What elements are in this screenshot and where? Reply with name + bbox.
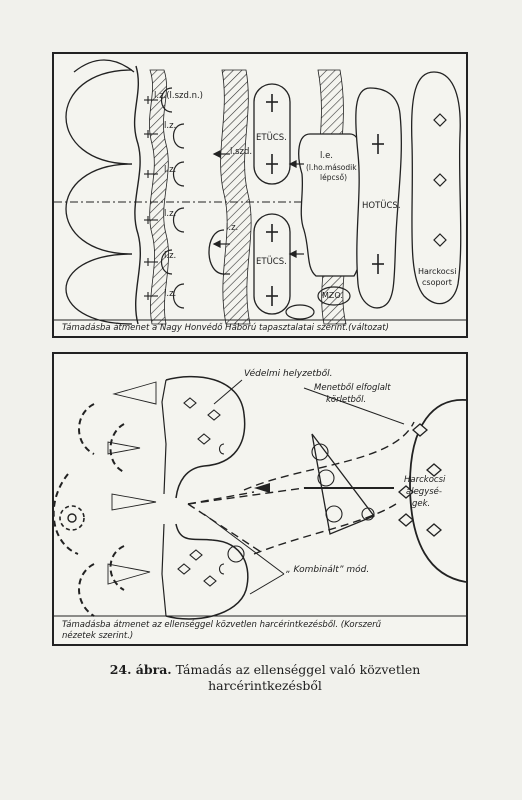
bottom-diagram-caption-2: nézetek szerint.) xyxy=(62,631,134,641)
tank-assembly-area xyxy=(409,399,466,583)
label-harckocsi-1: Harckocsi xyxy=(418,267,457,276)
tank-diamonds xyxy=(433,113,447,247)
label-leader-lines xyxy=(203,379,405,595)
mzo-oval xyxy=(317,286,351,306)
label-lz-5: l.z. xyxy=(164,289,177,299)
front-line xyxy=(133,65,142,325)
label-lz-2: l.z. xyxy=(164,165,177,175)
label-harckocsi-2: csoport xyxy=(422,278,452,287)
label-lz-1: l.z. xyxy=(164,121,177,131)
artillery-symbols xyxy=(266,94,278,306)
label-menet-2: körletből. xyxy=(326,395,367,405)
figure-title-part-2: harcérintkezésből xyxy=(208,678,322,693)
figure-caption: 24. ábra. Támadás az ellenséggel való kö… xyxy=(40,662,490,694)
assault-groups xyxy=(160,87,185,309)
label-le-detail-1: (l.ho.második xyxy=(306,163,357,172)
top-diagram: l.z.(l.szd.n.) l.z. l.z. l.z. l.z. l.z. … xyxy=(52,52,468,338)
top-diagram-caption: Támadásba átmenet a Nagy Honvédő Háború … xyxy=(62,323,389,333)
main-attack-arrow xyxy=(254,483,394,493)
bottom-diagram: Védelmi helyzetből. Menetből elfoglalt k… xyxy=(52,352,468,646)
defensive-lobe-top xyxy=(165,375,246,499)
defensive-unit-symbols xyxy=(177,397,225,587)
enemy-position-arcs xyxy=(65,59,135,325)
label-le: l.e. xyxy=(320,151,333,161)
etucs-oval-1 xyxy=(253,83,291,185)
enemy-dashed-arcs xyxy=(54,403,125,617)
label-hotucs: HOTÜCS. xyxy=(362,201,401,211)
top-diagram-drawing xyxy=(54,59,466,325)
label-kombinalt: „ Kombinált” mód. xyxy=(286,565,370,575)
label-le-detail-2: lépcső) xyxy=(320,173,348,182)
hotucs-oval xyxy=(355,87,402,309)
support-group xyxy=(208,229,230,275)
bottom-diagram-caption-1: Támadásba átmenet az ellenséggel közvetl… xyxy=(62,620,382,630)
label-menet-1: Menetből elfoglalt xyxy=(314,383,391,393)
bottom-diagram-drawing xyxy=(54,375,466,620)
figure-title-part-1: Támadás az ellenséggel való közvetlen xyxy=(175,662,421,677)
tank-group-oval xyxy=(410,71,462,305)
label-lz-3: l.z. xyxy=(164,209,177,219)
figure-number: 24. ábra. xyxy=(109,662,172,677)
fire-fans xyxy=(107,381,157,585)
movement-arrows xyxy=(212,150,304,258)
label-mzo: MZO. xyxy=(322,291,343,300)
label-harckocsi-1: Harckocsi xyxy=(404,475,446,485)
enemy-strongpoint xyxy=(59,505,85,531)
label-lz-center: l.z. xyxy=(226,223,239,233)
unit-marks xyxy=(144,96,158,300)
attack-dashed-lines xyxy=(187,421,415,555)
label-etucs-2: ETÜCS. xyxy=(256,257,287,267)
label-harckocsi-3: gek. xyxy=(412,499,431,509)
label-etucs-1: ETÜCS. xyxy=(256,133,287,143)
etucs-oval-2 xyxy=(253,213,291,315)
defensive-lobe-bottom xyxy=(165,523,249,620)
label-vedelmi: Védelmi helyzetből. xyxy=(244,369,333,379)
label-lz-4: l.z. xyxy=(164,251,177,261)
hatched-zone-front xyxy=(149,69,169,325)
label-lszd: l.szd. xyxy=(230,147,253,157)
figure-caption-line-1: 24. ábra. Támadás az ellenséggel való kö… xyxy=(40,662,490,678)
hatched-zone-second xyxy=(220,69,252,325)
label-lz-top: l.z.(l.szd.n.) xyxy=(154,91,203,101)
label-harckocsi-2: alegysé- xyxy=(406,487,442,497)
tank-unit-diamonds xyxy=(398,423,442,537)
